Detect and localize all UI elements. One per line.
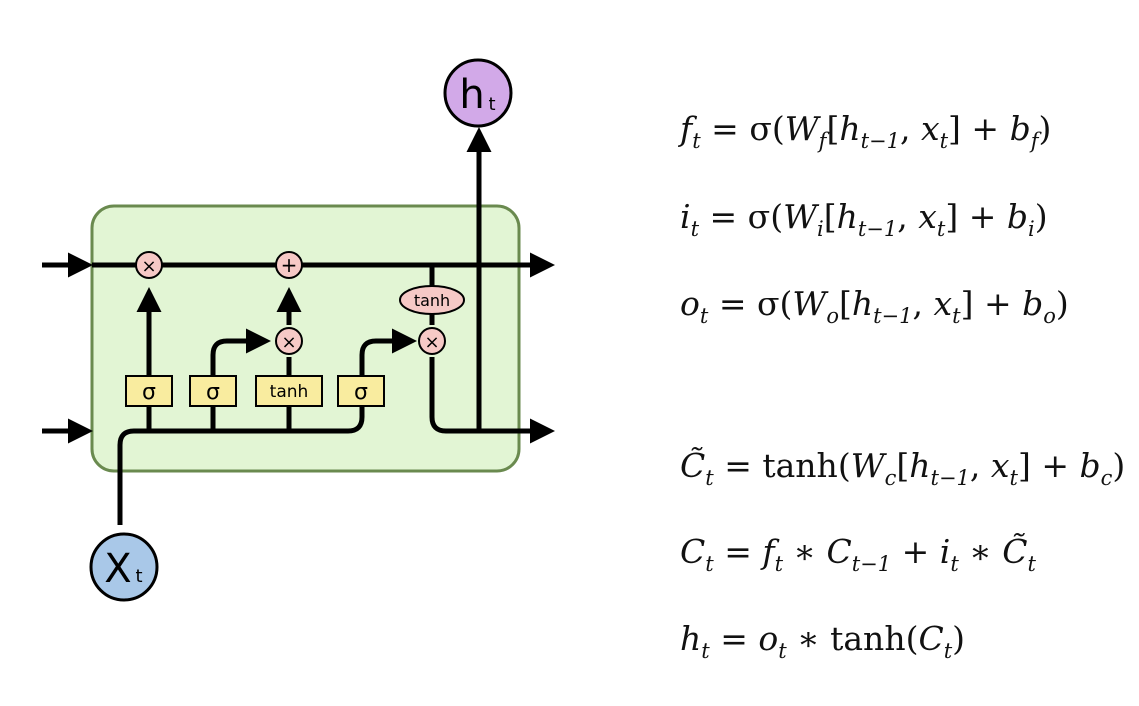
input-gate-connector (210, 328, 271, 431)
equation-forget-gate: ft = σ(Wf[ht−1, xt] + bf) (680, 109, 1052, 153)
equation-hidden-state: ht = ot ∗ tanh(Ct) (680, 619, 966, 663)
forget-gate-sigma: σ (125, 375, 173, 407)
equation-output-gate: ot = σ(Wo[ht−1, xt] + bo) (680, 284, 1069, 328)
forget-multiply-node: × (135, 251, 163, 279)
svg-text:X: X (104, 546, 131, 592)
equation-candidate-cell: C̃t = tanh(Wc[ht−1, xt] + bc) (680, 446, 1126, 490)
output-ht-node: h t (443, 58, 513, 128)
svg-text:σ: σ (206, 380, 220, 405)
svg-text:σ: σ (354, 380, 368, 405)
svg-text:×: × (141, 256, 156, 277)
svg-text:tanh: tanh (414, 291, 450, 310)
output-gate-sigma: σ (337, 375, 385, 407)
svg-text:σ: σ (142, 380, 156, 405)
svg-text:+: + (281, 253, 298, 277)
candidate-tanh-gate: tanh (255, 375, 323, 407)
hidden-combine-line (117, 328, 417, 525)
input-xt-node: X t (89, 532, 159, 602)
equation-cell-state: Ct = ft ∗ Ct−1 + it ∗ C̃t (680, 532, 1036, 576)
cell-add-node: + (275, 251, 303, 279)
svg-text:t: t (135, 566, 142, 587)
output-multiply-node: × (418, 327, 446, 355)
equation-input-gate: it = σ(Wi[ht−1, xt] + bi) (680, 197, 1048, 241)
svg-text:t: t (488, 94, 495, 115)
lstm-cell-diagram: × + × × tanh σ σ tanh σ h t X (42, 58, 555, 602)
output-hidden-line (429, 357, 555, 444)
input-multiply-node: × (275, 327, 303, 355)
svg-text:tanh: tanh (270, 382, 309, 402)
svg-text:×: × (281, 332, 296, 353)
input-gate-sigma: σ (189, 375, 237, 407)
svg-text:×: × (424, 332, 439, 353)
svg-text:h: h (459, 72, 484, 118)
cell-tanh-node: tanh (399, 285, 465, 315)
